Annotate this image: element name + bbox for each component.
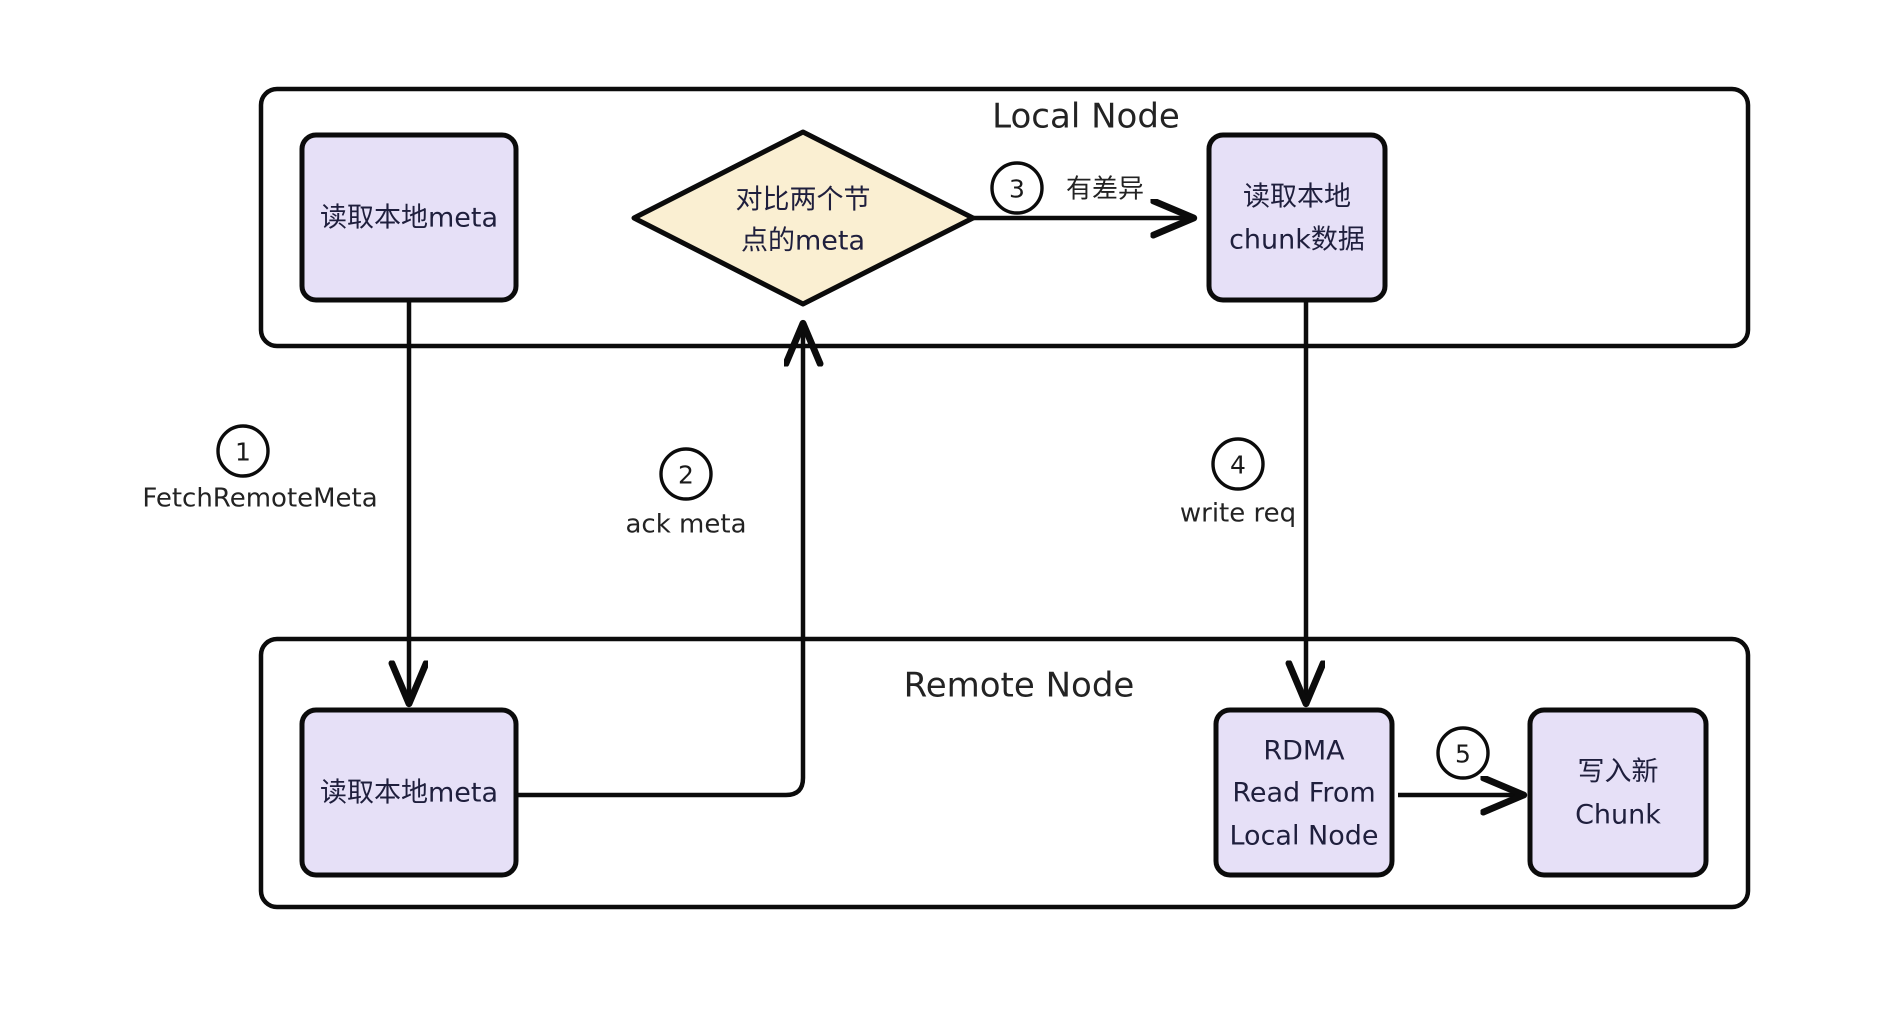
edge-4-number: 4 xyxy=(1230,451,1246,480)
edge-3-number-badge xyxy=(990,161,1044,215)
node-write-new-chunk-line1: 写入新 xyxy=(1578,757,1659,788)
edge-2-label: ack meta xyxy=(626,510,747,540)
node-write-new-chunk[interactable] xyxy=(1527,707,1709,878)
edge-5-number-badge xyxy=(1436,726,1490,780)
node-local-read-meta[interactable] xyxy=(299,132,519,303)
edge-2-number: 2 xyxy=(678,461,694,490)
edge-4-label: write req xyxy=(1180,499,1296,529)
node-local-read-meta-label: 读取本地meta xyxy=(320,203,498,234)
edge-4-number-badge xyxy=(1211,437,1265,491)
node-compare-meta-line1: 对比两个节 xyxy=(736,185,871,216)
node-rdma-read-line2: Read From xyxy=(1232,778,1375,809)
node-compare-meta-line2: 点的meta xyxy=(741,226,865,257)
cluster-local-node-label: Local Node xyxy=(992,97,1180,137)
node-local-read-chunk[interactable] xyxy=(1206,132,1388,303)
edge-3-label: 有差异 xyxy=(1066,175,1144,205)
node-local-read-chunk-line2: chunk数据 xyxy=(1229,225,1365,256)
edge-1-number-badge xyxy=(216,424,270,478)
node-compare-meta-decision[interactable] xyxy=(631,129,976,307)
edge-2-number-badge xyxy=(659,447,713,501)
cluster-remote-node-label: Remote Node xyxy=(904,666,1135,706)
node-write-new-chunk-line2: Chunk xyxy=(1575,800,1661,831)
edge-3-number: 3 xyxy=(1009,175,1025,204)
node-remote-read-meta-label: 读取本地meta xyxy=(320,778,498,809)
edge-1-label: FetchRemoteMeta xyxy=(142,484,377,514)
node-rdma-read[interactable] xyxy=(1213,707,1395,878)
node-rdma-read-line1: RDMA xyxy=(1263,736,1345,767)
node-rdma-read-line3: Local Node xyxy=(1229,821,1378,852)
edge-1-number: 1 xyxy=(235,438,251,467)
node-local-read-chunk-line1: 读取本地 xyxy=(1243,182,1351,213)
node-remote-read-meta[interactable] xyxy=(299,707,519,878)
edge-5-number: 5 xyxy=(1455,740,1471,769)
edge-2-ackmeta-line xyxy=(517,325,803,798)
